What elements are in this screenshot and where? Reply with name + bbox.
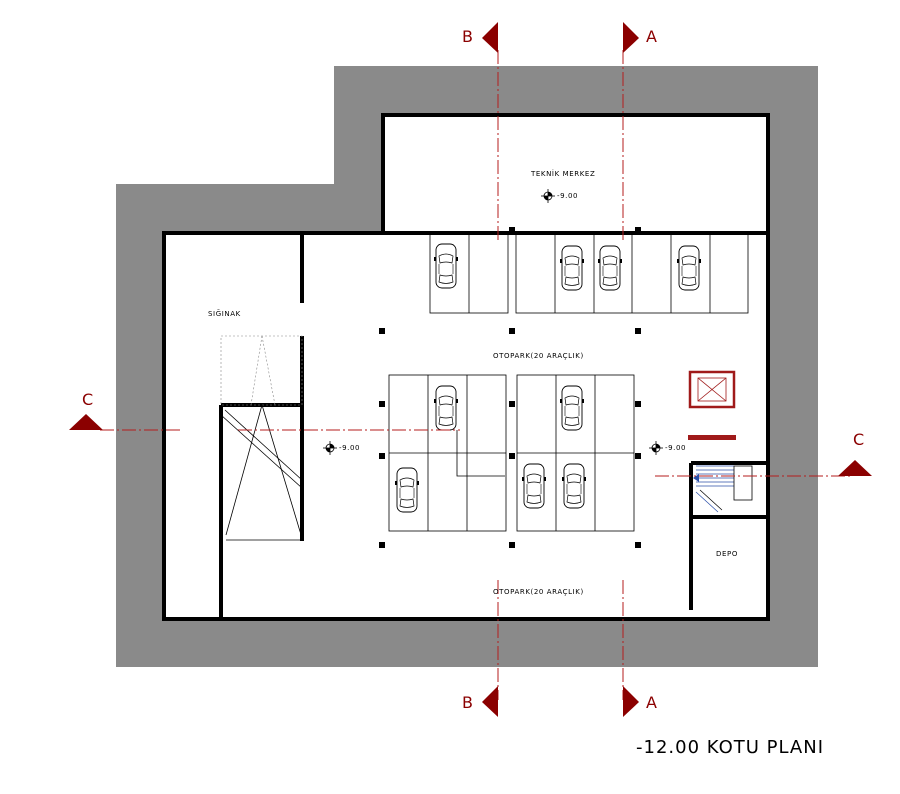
parking-block-left <box>388 374 507 532</box>
level-marker-right: -9.00 <box>648 440 686 456</box>
parking-block-right <box>516 374 635 532</box>
plan-title: -12.00 KOTU PLANI <box>636 737 824 758</box>
shelter-stair <box>220 335 303 541</box>
section-label-c-left: C <box>82 390 93 409</box>
columns <box>379 227 641 548</box>
section-marker-c-left: C <box>69 390 103 430</box>
section-label-a-bottom: A <box>646 693 657 712</box>
room-label-otopark-lower: OTOPARK(20 ARAÇLIK) <box>493 588 584 596</box>
parking-row-top <box>429 232 749 314</box>
section-marker-b-bottom: B <box>462 686 498 717</box>
section-label-b-bottom: B <box>462 693 473 712</box>
section-axes <box>100 50 850 700</box>
section-label-a-top: A <box>646 27 657 46</box>
section-marker-a-bottom: A <box>623 686 657 717</box>
room-label-otopark-upper: OTOPARK(20 ARAÇLIK) <box>493 352 584 360</box>
section-marker-c-right: C <box>838 430 872 476</box>
room-label-depo: DEPO <box>716 550 738 558</box>
core-stair <box>693 465 753 513</box>
section-label-c-right: C <box>853 430 864 449</box>
interior <box>164 115 768 619</box>
room-label-teknik-merkez: TEKNİK MERKEZ <box>530 169 595 178</box>
level-text-right: -9.00 <box>665 444 686 452</box>
level-text-top: -9.00 <box>557 192 578 200</box>
section-marker-b-top: B <box>462 22 498 53</box>
section-marker-a-top: A <box>623 22 657 53</box>
level-text-left: -9.00 <box>339 444 360 452</box>
section-label-b-top: B <box>462 27 473 46</box>
elevator-shaft <box>688 370 736 440</box>
level-marker-top: -9.00 <box>540 188 578 204</box>
room-label-siginak: SIĞINAK <box>208 309 241 318</box>
ramp-stub <box>456 430 505 477</box>
level-marker-left: -9.00 <box>322 440 360 456</box>
